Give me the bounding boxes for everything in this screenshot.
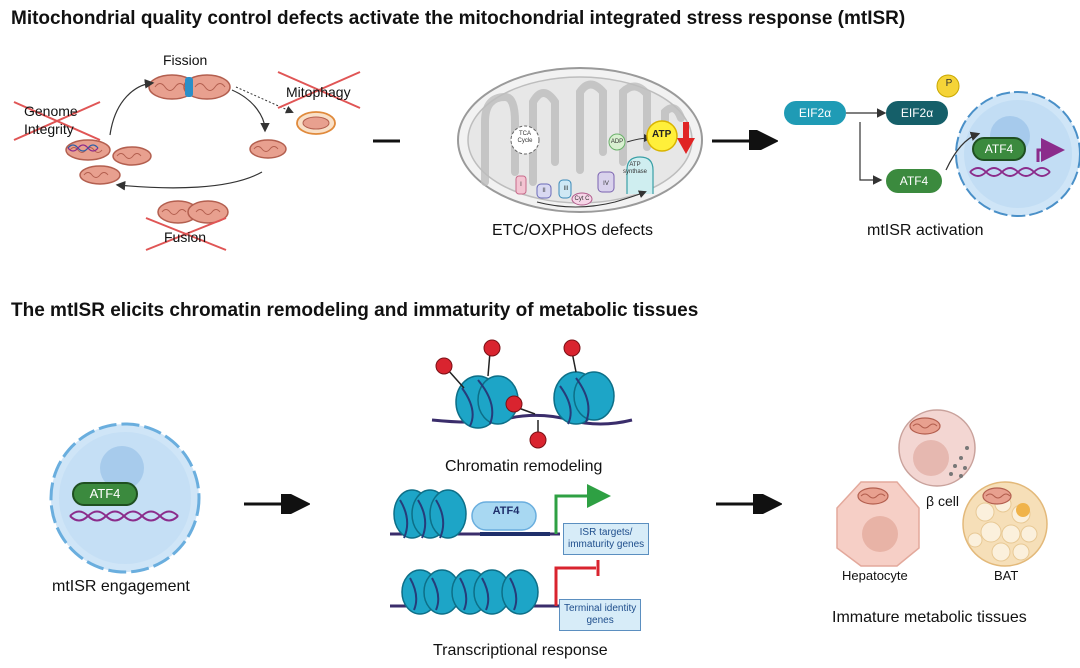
bat-label: BAT <box>994 568 1019 583</box>
mtisr-activation-caption: mtISR activation <box>867 222 984 239</box>
atf4-promoter-label: ATF4 <box>492 505 520 517</box>
chromatin-remodeling-diagram <box>431 339 633 449</box>
etc-mitochondrion <box>457 67 703 213</box>
section2-title: The mtISR elicits chromatin remodeling a… <box>11 300 699 321</box>
hepatocyte-label: Hepatocyte <box>842 568 908 583</box>
left-mitochondria <box>65 139 152 185</box>
atf4-cytoplasm-pill: ATF4 <box>886 169 942 193</box>
bat-shape <box>962 481 1048 567</box>
terminal-identity-box: Terminal identity genes <box>559 599 642 631</box>
cyt-c-label: Cyt C <box>574 196 590 202</box>
mitophagy-mitochondrion <box>296 111 336 135</box>
metabolic-tissues-diagram <box>836 409 1048 567</box>
phospho-label: P <box>945 78 953 89</box>
section1-title: Mitochondrial quality control defects ac… <box>11 8 906 29</box>
beta-cell-label: β cell <box>926 493 959 509</box>
tissues-caption: Immature metabolic tissues <box>832 609 1027 626</box>
etc-caption: ETC/OXPHOS defects <box>492 222 653 239</box>
arrow-etc-to-mtisr <box>712 130 778 150</box>
fission-label: Fission <box>163 52 208 68</box>
complex-ii-label: II <box>542 188 546 194</box>
engagement-caption: mtISR engagement <box>52 578 190 595</box>
arrow-transcription-to-tissues <box>716 494 782 514</box>
atf4-engagement-pill: ATF4 <box>72 482 138 506</box>
atf4-nucleus-pill: ATF4 <box>972 137 1026 161</box>
mtisr-activation-diagram <box>846 74 1080 217</box>
genome-integrity-label: Genome Integrity <box>24 103 78 137</box>
adp-label: ADP <box>610 139 624 145</box>
eif2a-pill: EIF2α <box>784 101 846 125</box>
tca-cycle-label: TCA Cycle <box>517 131 533 144</box>
fission-mitochondrion <box>148 74 231 100</box>
isr-targets-box: ISR targets/ immaturity genes <box>563 523 650 555</box>
hepatocyte-shape <box>836 481 920 567</box>
fusion-mitochondrion <box>157 200 229 224</box>
mitophagy-label: Mitophagy <box>286 84 351 100</box>
genome-cross <box>13 101 101 141</box>
beta-cell-shape <box>898 409 976 487</box>
qc-cycle-diagram <box>13 71 400 251</box>
fusion-label: Fusion <box>164 229 207 245</box>
transcriptional-response-diagram <box>390 484 611 615</box>
fusion-cross <box>145 217 227 251</box>
arrow-engagement-to-chromatin <box>244 494 310 514</box>
complex-i-label: I <box>520 182 522 188</box>
small-mitochondrion-right <box>249 139 287 159</box>
transcriptional-caption: Transcriptional response <box>433 642 608 659</box>
eif2a-p-pill: EIF2α <box>886 101 948 125</box>
mitophagy-cross <box>277 71 361 109</box>
complex-iii-label: III <box>563 186 569 192</box>
atp-synthase-label: ATP synthase <box>622 162 647 175</box>
atp-label: ATP <box>652 129 672 140</box>
complex-iv-label: IV <box>603 181 609 187</box>
chromatin-caption: Chromatin remodeling <box>445 458 603 475</box>
